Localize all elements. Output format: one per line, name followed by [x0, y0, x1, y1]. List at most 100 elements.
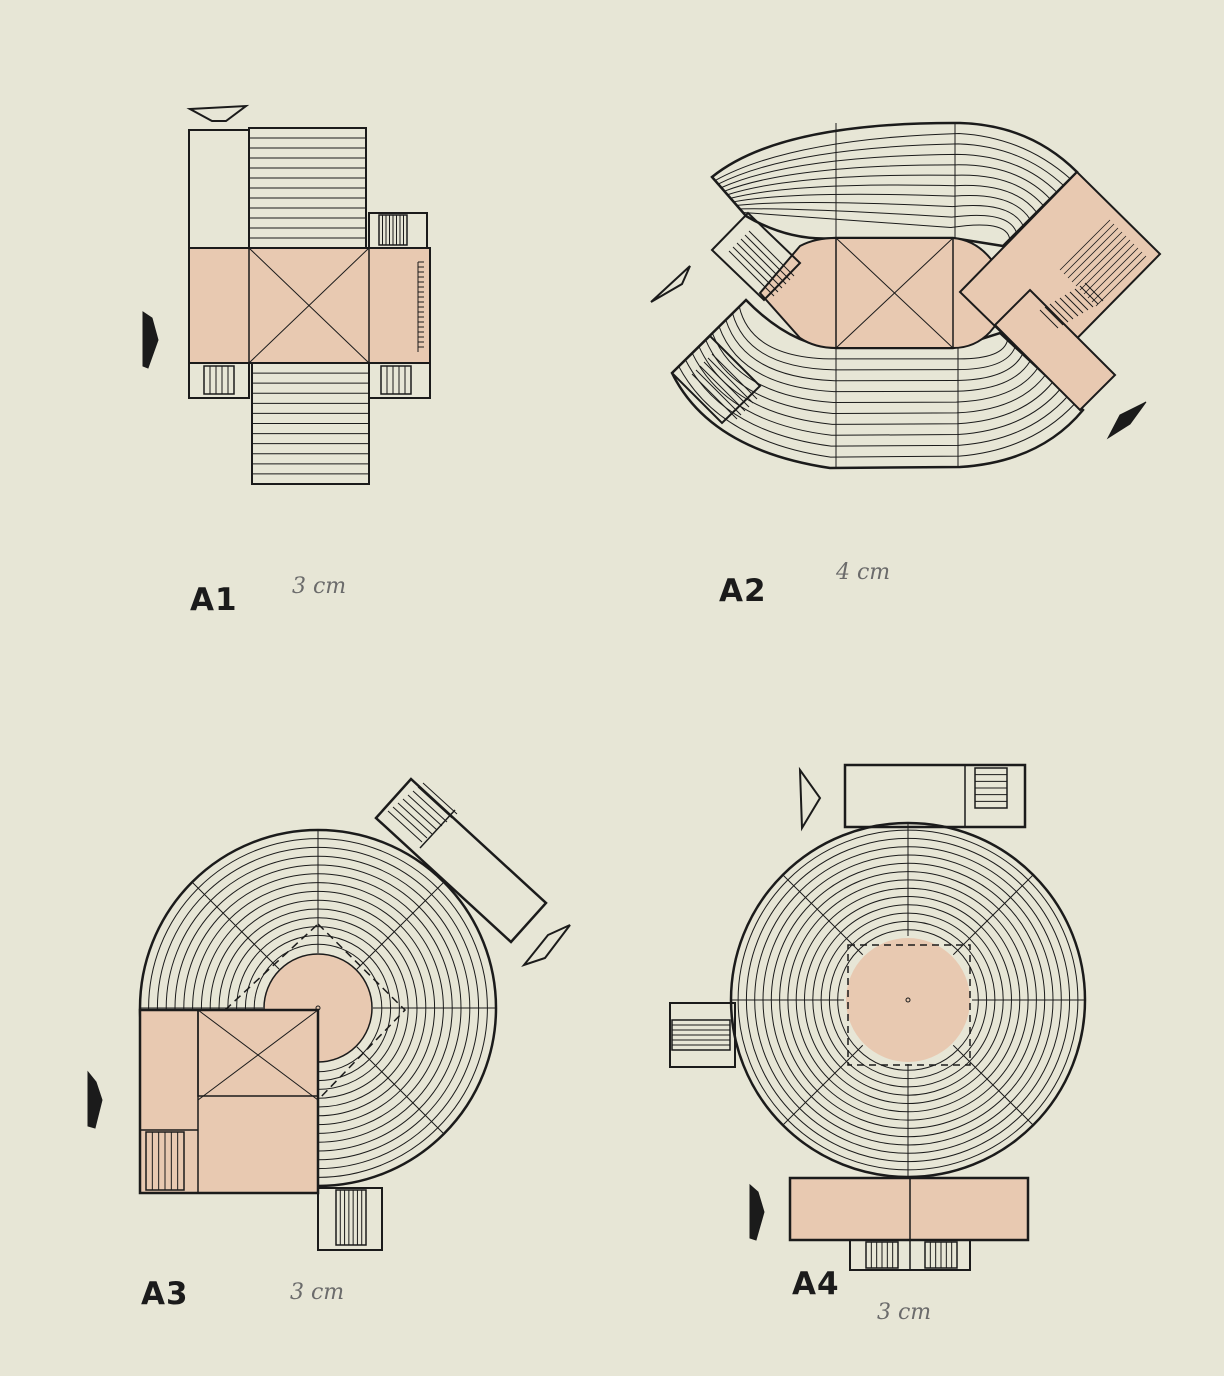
stair: [203, 365, 235, 395]
seating-row: [739, 208, 1017, 233]
seating-row: [733, 193, 1031, 220]
stage: [846, 938, 970, 1062]
plan-label-a1: A1: [190, 582, 238, 618]
seating-row: [705, 339, 1046, 414]
aisle: [952, 1044, 1034, 1126]
plan-note-a1: 3 cm: [292, 574, 347, 599]
aisle: [782, 874, 864, 956]
stair: [335, 1189, 367, 1246]
stair-tread: [392, 806, 428, 839]
seating-block: [670, 298, 1085, 470]
stair-tread: [1067, 227, 1119, 279]
plan-label-a3: A3: [141, 1276, 189, 1312]
wall: [419, 809, 456, 849]
stair-tread: [740, 238, 787, 285]
stair-tread: [1049, 303, 1069, 323]
aisle: [952, 874, 1034, 956]
plan-a3: [87, 777, 571, 1251]
center-mark: [905, 997, 911, 1003]
stage-zone: [138, 1008, 320, 1195]
stage-zone: [993, 288, 1117, 412]
stage-diagonal: [197, 1009, 319, 1101]
stair-tread: [417, 786, 453, 819]
plan-a2: [650, 121, 1162, 470]
aisle: [191, 881, 280, 970]
stair-tread: [748, 230, 795, 277]
stair-tread: [744, 234, 791, 281]
stair-tread: [1069, 291, 1089, 311]
stage-zone: [788, 1176, 1030, 1242]
stage-outline: [847, 944, 971, 1066]
seating-row: [742, 211, 1011, 240]
annex: [368, 212, 428, 249]
stair-tread: [703, 361, 750, 408]
stair-tread: [711, 353, 758, 400]
plan-note-a2: 4 cm: [836, 560, 891, 585]
stair-tread: [407, 794, 443, 827]
stair-tread: [412, 790, 448, 823]
plan-label-a4: A4: [792, 1266, 840, 1302]
seating-row: [725, 319, 1024, 382]
stair-tread: [728, 250, 775, 297]
stair-tread: [736, 242, 783, 289]
entrance-marker: [1106, 401, 1147, 440]
seating-row: [717, 143, 1064, 186]
annex: [849, 1239, 971, 1271]
stair-tread: [1071, 231, 1123, 283]
aisle: [356, 1046, 445, 1135]
stair-tread: [422, 782, 458, 815]
stair-tread: [1079, 285, 1099, 305]
seating-row: [738, 306, 1009, 360]
stair-tread: [1059, 219, 1111, 271]
stair-tread: [707, 357, 754, 404]
stage: [835, 237, 954, 349]
plan-a4: [669, 763, 1087, 1271]
stair-tread: [1075, 235, 1127, 287]
stair-tread: [1074, 288, 1094, 308]
stair-tread: [1079, 239, 1131, 291]
entrance-marker: [749, 1183, 765, 1241]
seating-row: [711, 332, 1039, 404]
stair-tread: [397, 802, 433, 835]
annex: [317, 1187, 383, 1251]
stair-tread: [1063, 223, 1115, 275]
plan-a1: [142, 104, 431, 485]
stair-tread: [1039, 309, 1059, 329]
annex: [710, 211, 802, 302]
annex: [843, 763, 1027, 829]
stair-tread: [1091, 251, 1143, 303]
entrance-marker: [142, 311, 159, 369]
plan-label-a2: A2: [719, 573, 767, 609]
entrance-marker: [87, 1070, 103, 1129]
entrance-marker: [186, 104, 250, 122]
aisle: [356, 881, 445, 970]
seating-row: [678, 366, 1076, 458]
seating-row: [730, 184, 1038, 213]
stage-diagonal: [248, 247, 370, 364]
entrance-marker: [521, 924, 571, 968]
seating-row: [727, 174, 1044, 206]
aisle: [782, 1044, 864, 1126]
entrance-marker: [798, 766, 822, 832]
stair-tread: [1087, 247, 1139, 299]
seating-row: [732, 313, 1016, 371]
seating-row: [691, 352, 1061, 436]
stair-tread: [1044, 306, 1064, 326]
annex: [374, 777, 548, 944]
room: [188, 129, 250, 249]
stair: [380, 365, 412, 395]
stair-tread: [691, 373, 738, 420]
stair-tread: [1083, 243, 1135, 295]
seating-row: [724, 164, 1051, 200]
annex: [670, 334, 762, 425]
stage-diagonal: [835, 237, 954, 349]
seating-row: [714, 132, 1071, 181]
stair-tread: [1064, 294, 1084, 314]
stair-tread: [387, 810, 423, 843]
plan-note-a3: 3 cm: [290, 1280, 345, 1305]
entrance-marker: [650, 265, 691, 303]
plan-note-a4: 3 cm: [877, 1300, 932, 1325]
seating-row: [736, 202, 1024, 227]
stair-tread: [1059, 297, 1079, 317]
seating-row: [718, 326, 1031, 393]
